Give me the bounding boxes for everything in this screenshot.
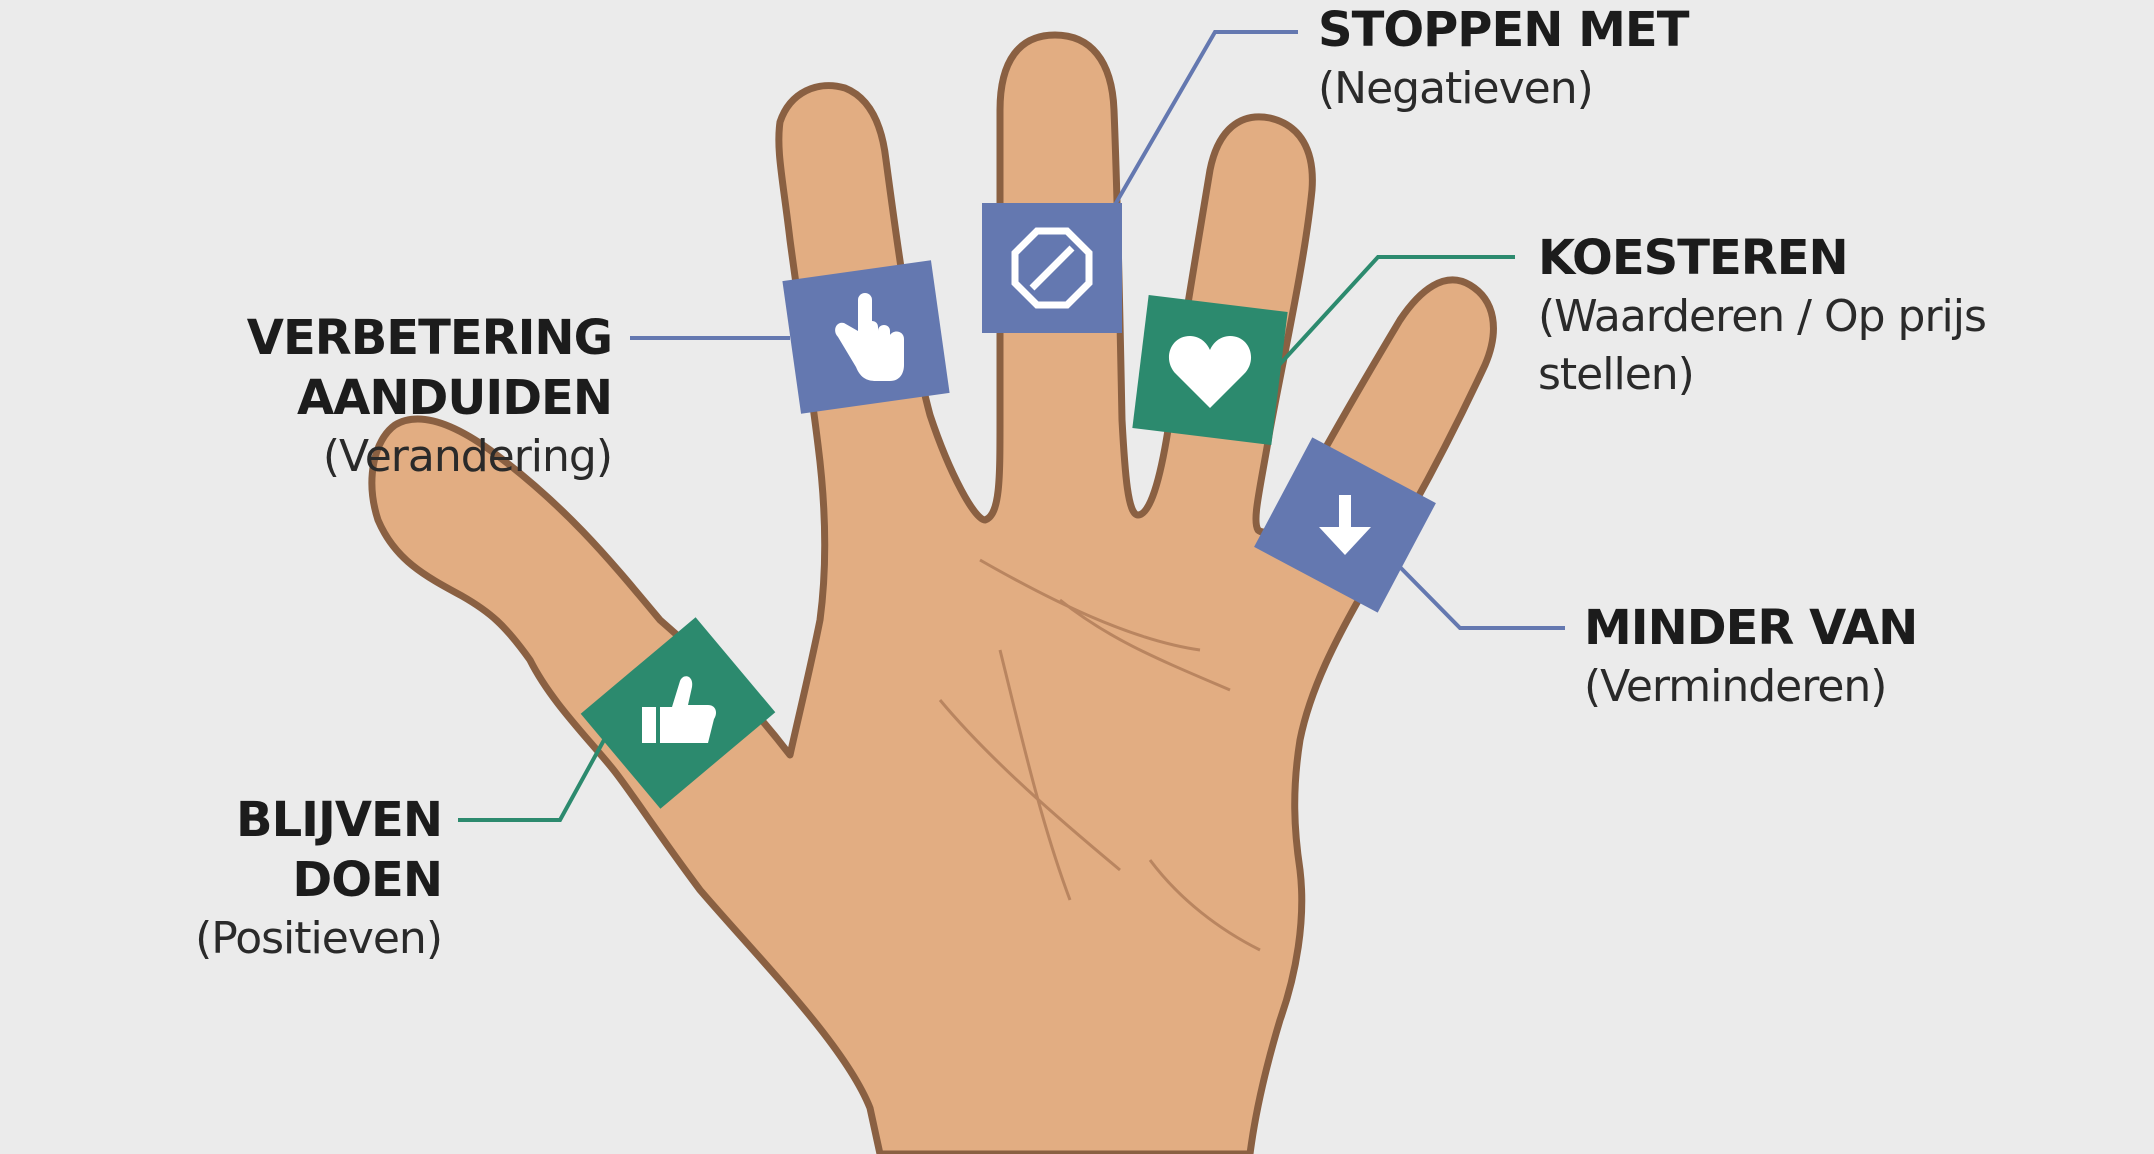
label-pinky-title: MINDER VAN bbox=[1584, 598, 2004, 658]
label-middle: STOPPEN MET (Negatieven) bbox=[1318, 0, 1738, 118]
label-pinky-subtitle: (Verminderen) bbox=[1584, 658, 2004, 716]
label-pinky: MINDER VAN (Verminderen) bbox=[1584, 598, 2004, 716]
band-ring bbox=[1132, 295, 1287, 445]
label-ring-subtitle: (Waarderen / Op prijs stellen) bbox=[1538, 288, 2148, 404]
band-index bbox=[782, 260, 949, 414]
label-thumb-title: BLIJVEN DOEN bbox=[100, 790, 442, 910]
label-ring-title: KOESTEREN bbox=[1538, 228, 2148, 288]
label-middle-subtitle: (Negatieven) bbox=[1318, 60, 1738, 118]
hand bbox=[372, 35, 1493, 1154]
hand-shape bbox=[372, 35, 1493, 1154]
label-index-title: VERBETERING AANDUIDEN bbox=[0, 308, 612, 428]
leader-line-pinky bbox=[1393, 560, 1565, 628]
label-index: VERBETERING AANDUIDEN (Verandering) bbox=[0, 308, 612, 486]
label-ring: KOESTEREN (Waarderen / Op prijs stellen) bbox=[1538, 228, 2148, 404]
label-thumb: BLIJVEN DOEN (Positieven) bbox=[100, 790, 442, 968]
label-index-subtitle: (Verandering) bbox=[0, 428, 612, 486]
label-thumb-subtitle: (Positieven) bbox=[100, 910, 442, 968]
label-middle-title: STOPPEN MET bbox=[1318, 0, 1738, 60]
band-middle bbox=[982, 203, 1122, 333]
